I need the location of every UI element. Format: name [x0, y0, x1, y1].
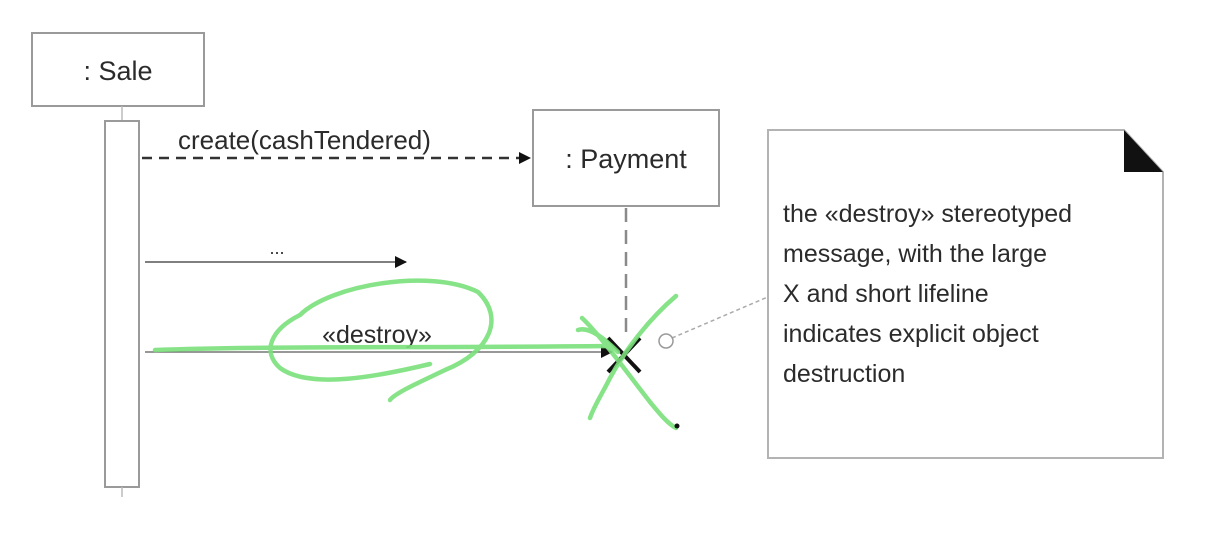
note-line-5: destruction [783, 360, 905, 388]
annotation-underline-stroke [152, 343, 613, 353]
note-box: the «destroy» stereotyped message, with … [767, 129, 1164, 459]
annotation-cross-stroke-b [587, 293, 679, 421]
create-message-label: create(cashTendered) [178, 125, 431, 155]
note-line-3: X and short lifeline [783, 280, 989, 308]
sale-object: : Sale [31, 32, 205, 107]
payment-object: : Payment [532, 109, 720, 207]
note-connector [671, 295, 771, 339]
note-line-4: indicates explicit object [783, 320, 1039, 348]
sale-object-label: : Sale [83, 56, 152, 86]
green-highlight-annotations [152, 278, 679, 431]
svg-text:the «destroy» stereotyped: the «destroy» stereotyped message, with … [783, 200, 1079, 388]
annotation-cross-stroke-c [575, 327, 621, 355]
destroy-message-label: «destroy» [322, 321, 432, 349]
annotation-dot [674, 423, 680, 429]
annotation-circle-loop [268, 278, 494, 403]
payment-object-label: : Payment [565, 144, 687, 174]
sale-activation-bar [104, 120, 140, 488]
note-anchor-circle [658, 333, 674, 349]
note-line-2: message, with the large [783, 240, 1047, 268]
note-line-1: the «destroy» stereotyped [783, 200, 1072, 228]
continuation-message-label: ... [269, 238, 284, 258]
